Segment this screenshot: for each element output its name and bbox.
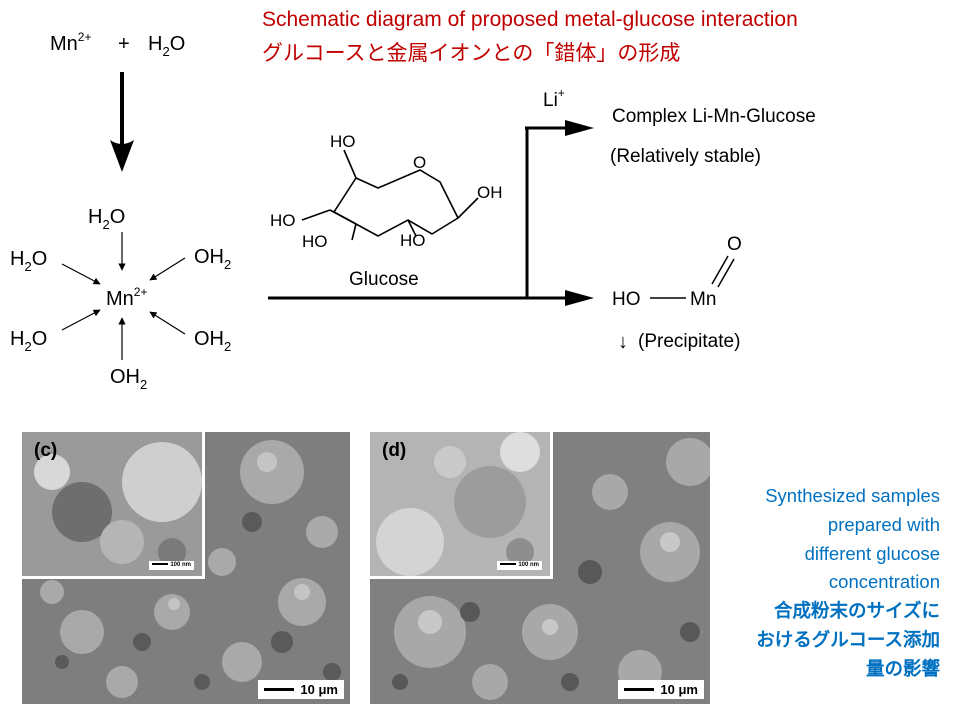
- complex-product: Complex Li-Mn-Glucose: [612, 106, 816, 127]
- note-line-ja-2: おけるグルコース添加: [756, 628, 940, 650]
- scale-bar-c: 10 μm: [258, 680, 344, 699]
- double-bond: [711, 255, 735, 288]
- inset-scale-c: 100 nm: [149, 561, 194, 570]
- title-en: Schematic diagram of proposed metal-gluc…: [262, 8, 798, 31]
- center-mn: Mn2+: [106, 285, 147, 310]
- sem-inset-texture-d: [370, 432, 550, 576]
- glucose-structure: [301, 149, 479, 241]
- sem-inset-d: (d) 100 nm: [370, 432, 553, 579]
- note-line-en-1: Synthesized samples: [765, 485, 940, 506]
- glucose-ho-top: HO: [330, 132, 356, 151]
- glucose-ring-o: O: [413, 153, 426, 172]
- glucose-ho-bottom-right: HO: [400, 231, 426, 250]
- panel-label-d: (d): [382, 440, 407, 461]
- coordination-arrows: [61, 232, 186, 360]
- glucose-oh-right: OH: [477, 183, 503, 202]
- product-o: O: [727, 234, 742, 255]
- title-ja: グルコースと金属イオンとの「錯体」の形成: [262, 42, 681, 65]
- sem-image-c: (c) 100 nm 10 μm: [22, 432, 350, 704]
- scale-bar-d: 10 μm: [618, 680, 704, 699]
- product-ho: HO: [612, 289, 641, 310]
- ligand-oh2-right-lower: OH2: [194, 328, 231, 354]
- note-line-ja-1: 合成粉末のサイズに: [774, 600, 940, 622]
- reaction-arrows: [268, 120, 594, 306]
- note-line-en-4: concentration: [828, 571, 940, 593]
- glucose-label: Glucose: [349, 269, 419, 290]
- li-ion: Li+: [543, 86, 565, 111]
- product-mn: Mn: [690, 289, 716, 310]
- ligand-h2o-left-upper: H2O: [10, 248, 47, 274]
- sem-inset-c: (c) 100 nm: [22, 432, 205, 579]
- sem-image-d: (d) 100 nm 10 μm: [370, 432, 710, 704]
- sample-note: Synthesized samples prepared with differ…: [756, 482, 940, 684]
- precipitate-label: (Precipitate): [638, 331, 740, 352]
- note-line-en-2: prepared with: [827, 513, 940, 535]
- down-arrow-icon: [110, 72, 134, 172]
- precipitate-arrow-icon: ↓: [618, 331, 628, 353]
- reactant-mn: Mn2+: [50, 30, 91, 55]
- plus-sign: +: [118, 33, 130, 55]
- ligand-h2o-top: H2O: [88, 206, 125, 232]
- sem-inset-texture-c: [22, 432, 202, 576]
- glucose-ho-bottom-left: HO: [302, 232, 328, 251]
- reaction-scheme: Mn2+ + H2O H2O H2O OH2 Mn2+ H2O OH2 OH2 …: [10, 30, 816, 392]
- inset-scale-d: 100 nm: [497, 561, 542, 570]
- ligand-oh2-bottom: OH2: [110, 366, 147, 392]
- complex-note: (Relatively stable): [610, 146, 761, 167]
- glucose-ho-left: HO: [270, 211, 296, 230]
- ligand-h2o-left-lower: H2O: [10, 328, 47, 354]
- note-line-ja-3: 量の影響: [865, 657, 940, 679]
- note-line-en-3: different glucose: [804, 542, 940, 564]
- ligand-oh2-right-upper: OH2: [194, 246, 231, 272]
- panel-label-c: (c): [34, 440, 58, 461]
- reactant-water: H2O: [148, 33, 185, 59]
